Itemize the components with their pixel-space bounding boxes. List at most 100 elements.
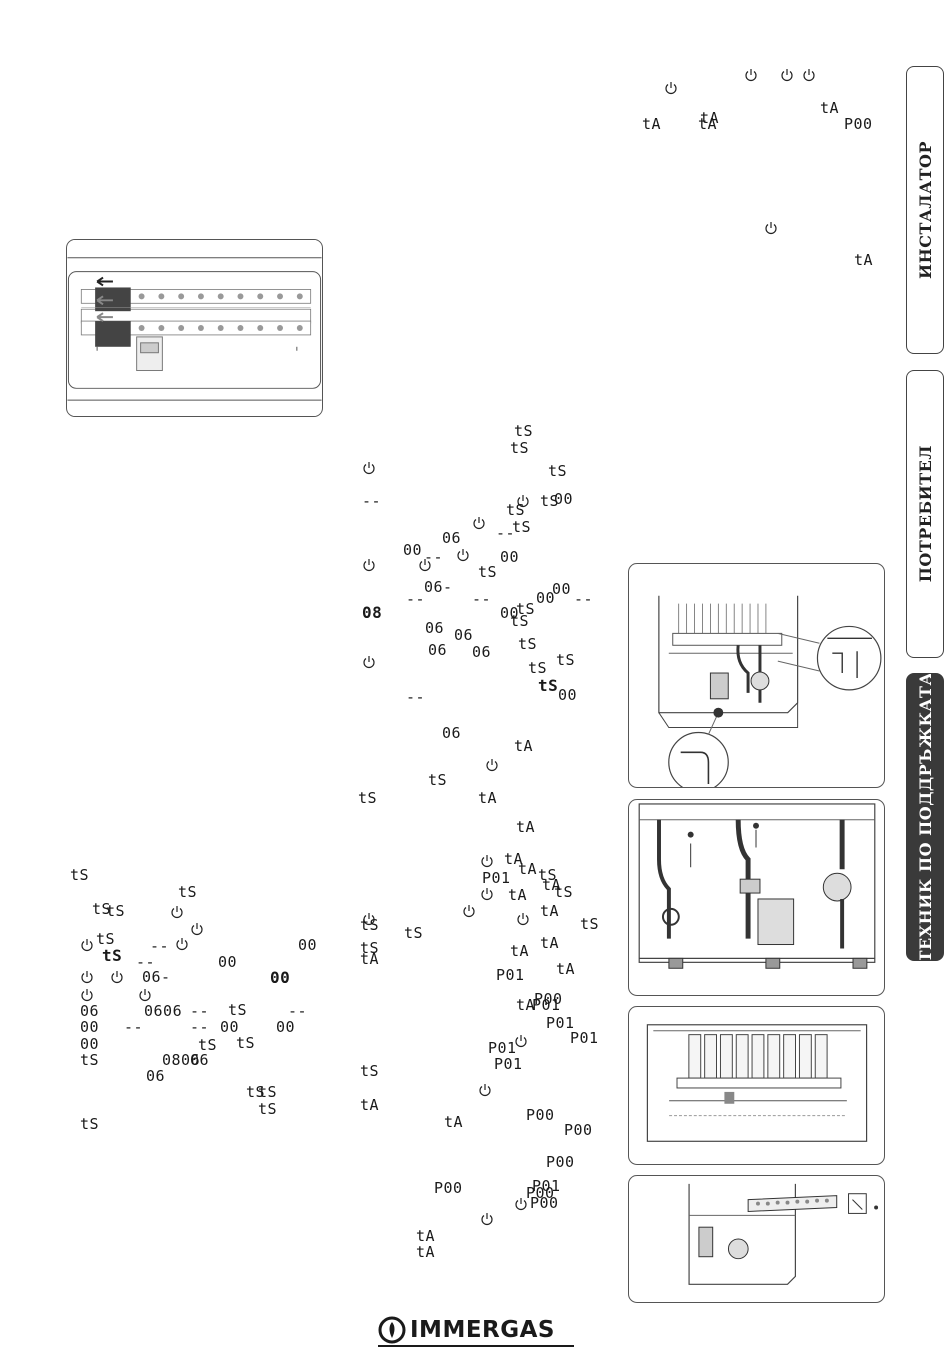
power-icon — [362, 912, 376, 926]
code-ta: tA — [510, 942, 530, 960]
power-icon — [138, 988, 152, 1002]
code-ts: tS — [556, 651, 576, 669]
boiler-piping-drawing — [638, 803, 876, 969]
code-00: 00 — [270, 968, 291, 987]
code-ts: tS — [478, 563, 498, 581]
code-ts: tS — [96, 930, 116, 948]
code-ts: tS — [528, 659, 548, 677]
code-dash: -- — [496, 524, 516, 542]
code-ts: tS — [80, 1051, 100, 1069]
code-ta: tA — [504, 850, 524, 868]
power-icon — [480, 1212, 494, 1226]
power-icon — [110, 970, 124, 984]
code-p00: P00 — [534, 990, 563, 1008]
code-p01: P01 — [532, 996, 561, 1014]
code-ts: tS — [554, 883, 574, 901]
code-p00: P00 — [526, 1106, 555, 1124]
code-06: 06 — [472, 643, 492, 661]
power-icon — [478, 1083, 492, 1097]
code-ta: tA — [416, 1227, 436, 1245]
power-icon — [190, 922, 204, 936]
code-ts: tS — [548, 462, 568, 480]
tab-user[interactable]: ПОТРЕБИТЕЛ — [906, 370, 944, 658]
power-icon — [485, 758, 499, 772]
figure-control-panel — [628, 1175, 885, 1303]
code-ta: tA — [416, 1243, 436, 1261]
control-panel-drawing — [688, 1183, 879, 1285]
code-ts: tS — [580, 915, 600, 933]
code-00: 00 — [558, 686, 578, 704]
tab-installer[interactable]: ИНСТАЛАТОР — [906, 66, 944, 354]
code-00: 00 — [403, 541, 423, 559]
code-ts: tS — [70, 866, 90, 884]
power-icon — [480, 854, 494, 868]
tab-maintenance-label: ТЕХНИК ПО ПОДДРЪЖКАТА — [915, 673, 935, 961]
code-p01: P01 — [488, 1039, 517, 1057]
code-dash: -- — [406, 590, 426, 608]
code-06: 06 — [442, 529, 462, 547]
code-06: 06 — [190, 1051, 210, 1069]
code-06: 06 — [425, 619, 445, 637]
code-dash: -- — [574, 590, 594, 608]
code-ta: tA — [556, 960, 576, 978]
code-p00: P00 — [526, 1184, 555, 1202]
code-06: 06 — [146, 1067, 166, 1085]
power-icon — [472, 516, 486, 530]
code-00: 00 — [276, 1018, 296, 1036]
code-dash: -- — [136, 953, 156, 971]
power-icon — [780, 68, 794, 82]
code-0606: 0606 — [144, 1002, 183, 1020]
code-0806: 0806 — [162, 1051, 201, 1069]
code-ts: tS — [360, 916, 380, 934]
code-ta: tA — [854, 251, 874, 269]
code-06: 06 — [80, 1002, 100, 1020]
power-icon — [516, 494, 530, 508]
code-dash: -- — [362, 492, 382, 510]
code-p01: P01 — [546, 1014, 575, 1032]
code-dash: -- — [424, 548, 444, 566]
power-icon — [80, 938, 94, 952]
code-dash: -- — [190, 1002, 210, 1020]
code-00: 00 — [554, 490, 574, 508]
power-icon — [462, 904, 476, 918]
code-00: 00 — [552, 580, 572, 598]
code-ts: tS — [428, 771, 448, 789]
code-p00: P00 — [844, 115, 873, 133]
code-p00: P00 — [434, 1179, 463, 1197]
code-dash: -- — [190, 1018, 210, 1036]
code-ta: tA — [444, 1113, 464, 1131]
tab-maintenance-technician[interactable]: ТЕХНИК ПО ПОДДРЪЖКАТА — [906, 673, 944, 961]
code-ts: tS — [258, 1083, 278, 1101]
logo-text: IMMERGAS — [410, 1317, 555, 1343]
logo-flame-icon — [378, 1316, 406, 1344]
code-ta: tA — [478, 789, 498, 807]
code-p00: P00 — [530, 1194, 559, 1212]
power-icon — [516, 912, 530, 926]
code-dash: -- — [406, 688, 426, 706]
code-p00: P00 — [564, 1121, 593, 1139]
power-icon — [456, 548, 470, 562]
code-ta: tA — [518, 860, 538, 878]
code-ts: tS — [102, 946, 123, 965]
logo-underline — [378, 1345, 574, 1347]
code-ts: tS — [358, 789, 378, 807]
code-06: 06 — [442, 724, 462, 742]
power-icon — [175, 937, 189, 951]
code-ta: tA — [540, 934, 560, 952]
code-00: 00 — [500, 604, 520, 622]
code-ts: tS — [178, 883, 198, 901]
code-ts: tS — [510, 612, 530, 630]
power-icon — [744, 68, 758, 82]
code-00: 00 — [218, 953, 238, 971]
code-06-dash: 06- — [142, 968, 171, 986]
code-00: 00 — [298, 936, 318, 954]
code-ta: tA — [360, 1096, 380, 1114]
tab-user-label: ПОТРЕБИТЕЛ — [915, 445, 935, 583]
code-ta: tA — [514, 737, 534, 755]
power-icon — [514, 1197, 528, 1211]
code-ts: tS — [538, 676, 559, 695]
code-ts: tS — [518, 635, 538, 653]
power-icon — [80, 988, 94, 1002]
code-p01: P01 — [532, 1177, 561, 1195]
code-00: 00 — [220, 1018, 240, 1036]
